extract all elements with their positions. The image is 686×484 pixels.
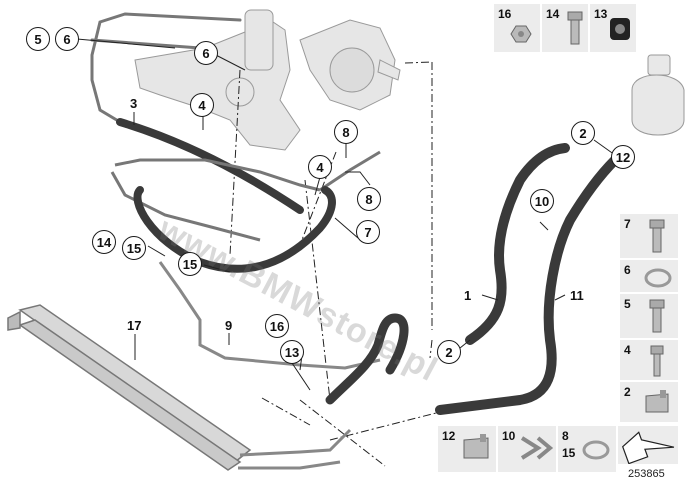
legend-number: 7 — [624, 217, 631, 231]
diagram-id: 253865 — [628, 468, 665, 480]
banjo-bolt-icon — [567, 11, 583, 45]
hose-1 — [465, 143, 570, 345]
legend-number: 5 — [624, 297, 631, 311]
hose-3 — [116, 118, 304, 214]
callout-14[interactable]: 14 — [92, 230, 116, 254]
label-9[interactable]: 9 — [225, 318, 233, 333]
legend-cell-8-15[interactable]: 8 15 — [558, 426, 616, 472]
legend-number: 13 — [594, 7, 608, 21]
callout-15-left[interactable]: 15 — [122, 236, 146, 260]
seal-ring-icon — [582, 440, 610, 460]
label-17[interactable]: 17 — [127, 318, 142, 333]
callout-10[interactable]: 10 — [530, 189, 554, 213]
label-1[interactable]: 1 — [464, 288, 472, 303]
legend-cell-14[interactable]: 14 — [542, 4, 588, 52]
hose-11 — [435, 155, 620, 415]
legend-number-secondary: 15 — [562, 446, 576, 460]
hose-7 — [133, 186, 336, 273]
callout-8-upper[interactable]: 8 — [334, 120, 358, 144]
legend-number: 8 — [562, 429, 569, 443]
legend-cell-2[interactable]: 2 — [620, 382, 678, 422]
hex-nut-icon — [510, 25, 532, 43]
callout-6-top[interactable]: 6 — [194, 41, 218, 65]
callout-4-lower[interactable]: 4 — [308, 155, 332, 179]
legend-number: 16 — [498, 7, 512, 21]
hose-clamp-icon — [645, 390, 669, 413]
legend-cell-12[interactable]: 12 — [438, 426, 496, 472]
callout-13[interactable]: 13 — [280, 340, 304, 364]
legend-number: 4 — [624, 343, 631, 357]
legend-number: 10 — [502, 429, 516, 443]
callout-12[interactable]: 12 — [611, 145, 635, 169]
callout-4-upper[interactable]: 4 — [190, 93, 214, 117]
banjo-bolt-icon — [649, 299, 665, 333]
pipe-9 — [158, 261, 381, 370]
oil-cooler — [7, 304, 252, 471]
callout-5[interactable]: 5 — [26, 27, 50, 51]
banjo-bolt-icon — [649, 219, 665, 253]
steering-gear-sketch — [134, 9, 401, 151]
callout-15-right[interactable]: 15 — [178, 252, 202, 276]
callout-2-lower[interactable]: 2 — [437, 340, 461, 364]
legend-cell-7[interactable]: 7 — [620, 214, 678, 258]
legend-number: 2 — [624, 385, 631, 399]
callout-8-lower[interactable]: 8 — [357, 187, 381, 211]
hose-clamp-icon — [463, 434, 489, 459]
pipe-bracket — [110, 150, 381, 242]
label-11[interactable]: 11 — [570, 288, 584, 303]
bolt-icon — [650, 345, 664, 377]
legend-cell-direction[interactable] — [618, 426, 678, 464]
legend-number: 12 — [442, 429, 456, 443]
label-3[interactable]: 3 — [130, 96, 138, 111]
legend-cell-6[interactable]: 6 — [620, 260, 678, 292]
legend-cell-10[interactable]: 10 — [498, 426, 556, 472]
legend-number: 6 — [624, 263, 631, 277]
pressure-pipe — [90, 12, 242, 124]
legend-cell-13[interactable]: 13 — [590, 4, 636, 52]
direction-arrow-icon — [622, 431, 675, 464]
hose-loop — [325, 313, 409, 405]
legend-cell-16[interactable]: 16 — [494, 4, 540, 52]
seal-ring-icon — [644, 268, 672, 288]
callout-16[interactable]: 16 — [265, 314, 289, 338]
legend-cell-5[interactable]: 5 — [620, 294, 678, 338]
callout-7[interactable]: 7 — [356, 220, 380, 244]
legend-number: 14 — [546, 7, 560, 21]
cooler-pipes — [238, 428, 352, 470]
callout-2-upper[interactable]: 2 — [571, 121, 595, 145]
legend-cell-4[interactable]: 4 — [620, 340, 678, 380]
callout-6-top-left[interactable]: 6 — [55, 27, 79, 51]
rubber-mount-icon — [610, 18, 630, 40]
spring-clip-icon — [520, 436, 554, 460]
reservoir-sketch — [631, 54, 685, 136]
